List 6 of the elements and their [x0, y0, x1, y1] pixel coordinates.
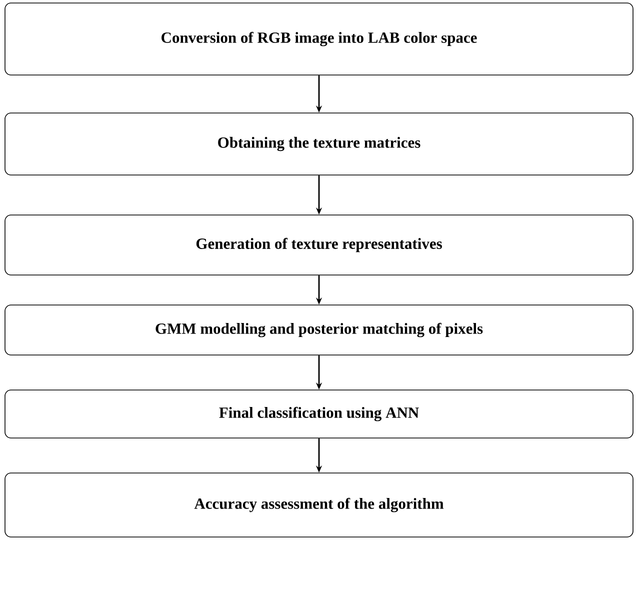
- process-box: Obtaining the texture matrices: [4, 112, 634, 176]
- process-box: GMM modelling and posterior matching of pixels: [4, 304, 634, 356]
- process-box: Accuracy assessment of the algorithm: [4, 472, 634, 538]
- process-box: Final classification using ANN: [4, 390, 634, 438]
- process-box: Conversion of RGB image into LAB color space: [4, 2, 634, 76]
- process-box: Generation of texture representatives: [4, 214, 634, 276]
